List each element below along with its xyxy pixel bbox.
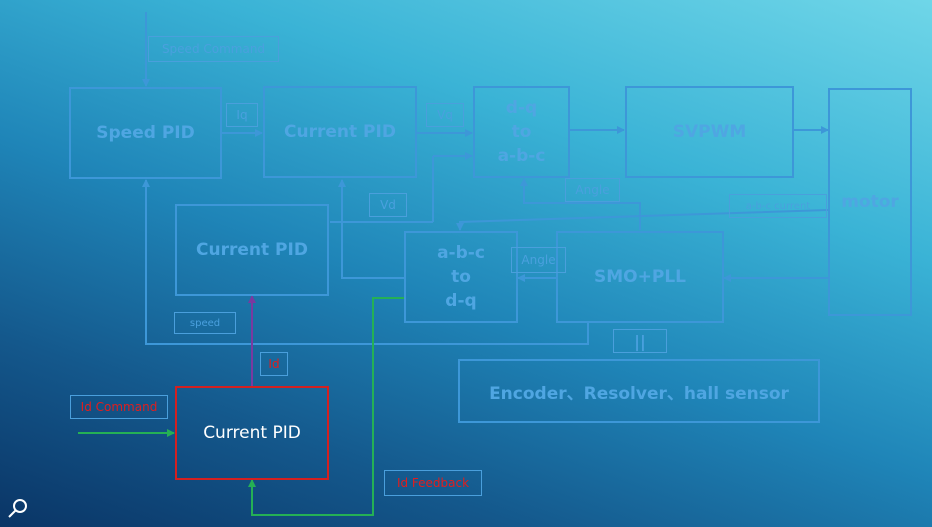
current-pid-d-faded-block: Current PID [175,204,329,296]
dq-to-abc-line-3: a-b-c [497,146,546,166]
speed-pid-block: Speed PID [69,87,222,179]
smo-pll-block: SMO+PLL [556,231,724,323]
speed-command-label: Speed Command [148,36,279,62]
abc-current-label: a-b-c current [729,194,827,218]
vq-label: Vq [426,103,464,127]
angle-mid-label: Angle [511,247,566,273]
dq-to-abc-line-2: to [511,122,532,142]
dq-to-abc-line-1: d-q [505,98,538,118]
abc-to-dq-line-3: d-q [445,291,477,311]
id-feedback-label: Id Feedback [384,470,482,496]
id-label: Id [260,352,288,376]
abc-to-dq-line-2: to [451,267,471,287]
speed-feedback-label: speed [174,312,236,334]
current-pid-d-block: Current PID [175,386,329,480]
dq-to-abc-block: d-q to a-b-c [473,86,570,178]
vd-label: Vd [369,193,407,217]
sensor-block: Encoder、Resolver、hall sensor [458,359,820,423]
abc-to-dq-block: a-b-c to d-q [404,231,518,323]
abc-to-dq-line-1: a-b-c [437,243,485,263]
angle-top-label: Angle [565,178,620,202]
svpwm-block: SVPWM [625,86,794,178]
motor-block: motor [828,88,912,316]
search-icon[interactable] [6,497,30,521]
iq-label: Iq [226,103,258,127]
id-command-label: Id Command [70,395,168,419]
parallel-label: || [613,329,667,353]
current-pid-q-block: Current PID [263,86,417,178]
